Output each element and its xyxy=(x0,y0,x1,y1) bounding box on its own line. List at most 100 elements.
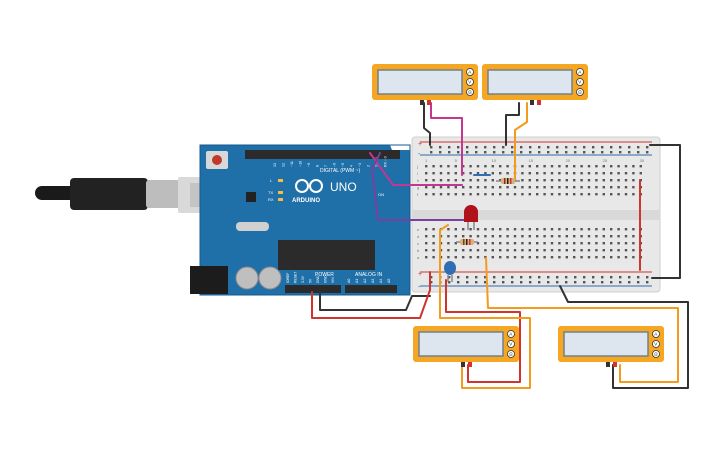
breadboard-hole[interactable] xyxy=(513,249,517,252)
breadboard-hole[interactable] xyxy=(573,242,576,245)
breadboard-hole[interactable] xyxy=(558,249,561,252)
breadboard-hole[interactable] xyxy=(595,235,598,238)
breadboard-hole[interactable] xyxy=(491,242,494,245)
breadboard-hole[interactable] xyxy=(602,235,605,238)
wires[interactable] xyxy=(311,102,689,389)
rail-hole[interactable] xyxy=(547,151,550,154)
breadboard-hole[interactable] xyxy=(484,249,487,252)
breadboard-hole[interactable] xyxy=(513,242,517,245)
breadboard-hole[interactable] xyxy=(462,256,465,259)
rail-hole[interactable] xyxy=(646,276,649,279)
rail-hole[interactable] xyxy=(466,151,469,154)
rail-hole[interactable] xyxy=(601,276,604,279)
breadboard-hole[interactable] xyxy=(617,165,620,168)
breadboard-hole[interactable] xyxy=(595,242,598,245)
breadboard-hole[interactable] xyxy=(558,186,561,189)
breadboard-hole[interactable] xyxy=(439,179,443,182)
breadboard-hole[interactable] xyxy=(610,165,613,168)
breadboard-hole[interactable] xyxy=(536,186,539,189)
mode-button[interactable] xyxy=(466,68,474,76)
breadboard-hole[interactable] xyxy=(550,242,554,245)
breadboard-hole[interactable] xyxy=(469,256,472,259)
breadboard-hole[interactable] xyxy=(425,228,428,231)
rail-hole[interactable] xyxy=(493,146,496,149)
rail-hole[interactable] xyxy=(619,281,622,284)
breadboard-hole[interactable] xyxy=(543,186,546,189)
wire-magenta[interactable] xyxy=(369,152,463,186)
breadboard-hole[interactable] xyxy=(617,228,620,231)
rail-hole[interactable] xyxy=(529,151,532,154)
probe-terminal[interactable] xyxy=(427,100,431,105)
breadboard-hole[interactable] xyxy=(580,235,583,238)
breadboard-hole[interactable] xyxy=(565,235,568,238)
breadboard-hole[interactable] xyxy=(521,228,524,231)
breadboard-hole[interactable] xyxy=(632,193,635,196)
breadboard-hole[interactable] xyxy=(580,228,583,231)
breadboard-hole[interactable] xyxy=(462,172,465,175)
breadboard-hole[interactable] xyxy=(447,228,450,231)
breadboard-hole[interactable] xyxy=(602,165,605,168)
breadboard-hole[interactable] xyxy=(565,165,568,168)
mode-button[interactable] xyxy=(652,330,660,338)
breadboard-hole[interactable] xyxy=(617,235,620,238)
wire-black[interactable] xyxy=(505,102,520,146)
rail-hole[interactable] xyxy=(484,151,487,154)
rail-hole[interactable] xyxy=(475,281,478,284)
breadboard-hole[interactable] xyxy=(491,165,494,168)
breadboard-hole[interactable] xyxy=(587,193,591,196)
breadboard-hole[interactable] xyxy=(469,172,472,175)
rail-hole[interactable] xyxy=(646,146,649,149)
rail-hole[interactable] xyxy=(610,276,613,279)
breadboard-hole[interactable] xyxy=(432,165,435,168)
breadboard-hole[interactable] xyxy=(439,186,443,189)
breadboard-hole[interactable] xyxy=(543,235,546,238)
breadboard-hole[interactable] xyxy=(425,186,428,189)
breadboard-hole[interactable] xyxy=(565,193,568,196)
breadboard-hole[interactable] xyxy=(491,172,494,175)
rail-hole[interactable] xyxy=(601,146,604,149)
breadboard-hole[interactable] xyxy=(447,165,450,168)
breadboard-hole[interactable] xyxy=(506,242,509,245)
rail-hole[interactable] xyxy=(565,276,568,279)
breadboard-hole[interactable] xyxy=(536,179,539,182)
rail-hole[interactable] xyxy=(547,276,550,279)
breadboard-hole[interactable] xyxy=(602,242,605,245)
probe-terminal[interactable] xyxy=(537,100,541,105)
breadboard-hole[interactable] xyxy=(624,186,628,189)
breadboard-hole[interactable] xyxy=(595,256,598,259)
breadboard-hole[interactable] xyxy=(595,228,598,231)
breadboard-hole[interactable] xyxy=(454,228,457,231)
multimeter[interactable]: AVΩ xyxy=(482,64,588,105)
breadboard-hole[interactable] xyxy=(476,179,480,182)
breadboard-hole[interactable] xyxy=(536,193,539,196)
breadboard-hole[interactable] xyxy=(536,249,539,252)
rail-hole[interactable] xyxy=(646,151,649,154)
breadboard-hole[interactable] xyxy=(506,235,509,238)
breadboard-hole[interactable] xyxy=(506,186,509,189)
rail-hole[interactable] xyxy=(637,146,640,149)
rail-hole[interactable] xyxy=(493,276,496,279)
breadboard-hole[interactable] xyxy=(432,249,435,252)
breadboard-hole[interactable] xyxy=(550,165,554,168)
breadboard-hole[interactable] xyxy=(602,193,605,196)
breadboard-hole[interactable] xyxy=(476,242,480,245)
breadboard-hole[interactable] xyxy=(565,172,568,175)
breadboard-hole[interactable] xyxy=(543,193,546,196)
breadboard-hole[interactable] xyxy=(476,256,480,259)
breadboard-hole[interactable] xyxy=(536,172,539,175)
breadboard-hole[interactable] xyxy=(573,193,576,196)
breadboard-hole[interactable] xyxy=(536,242,539,245)
breadboard-hole[interactable] xyxy=(499,242,502,245)
arduino-board[interactable]: UNO ARDUINO DIGITAL (PWM ~) POWER ANALOG… xyxy=(190,144,411,296)
rail-hole[interactable] xyxy=(448,146,451,149)
breadboard-hole[interactable] xyxy=(484,242,487,245)
rail-hole[interactable] xyxy=(520,276,523,279)
rail-hole[interactable] xyxy=(484,146,487,149)
breadboard-hole[interactable] xyxy=(632,242,635,245)
breadboard-hole[interactable] xyxy=(565,256,568,259)
rail-hole[interactable] xyxy=(484,281,487,284)
rail-hole[interactable] xyxy=(628,151,631,154)
breadboard-hole[interactable] xyxy=(425,172,428,175)
analog-header[interactable] xyxy=(345,285,397,293)
mode-button[interactable] xyxy=(466,88,474,96)
